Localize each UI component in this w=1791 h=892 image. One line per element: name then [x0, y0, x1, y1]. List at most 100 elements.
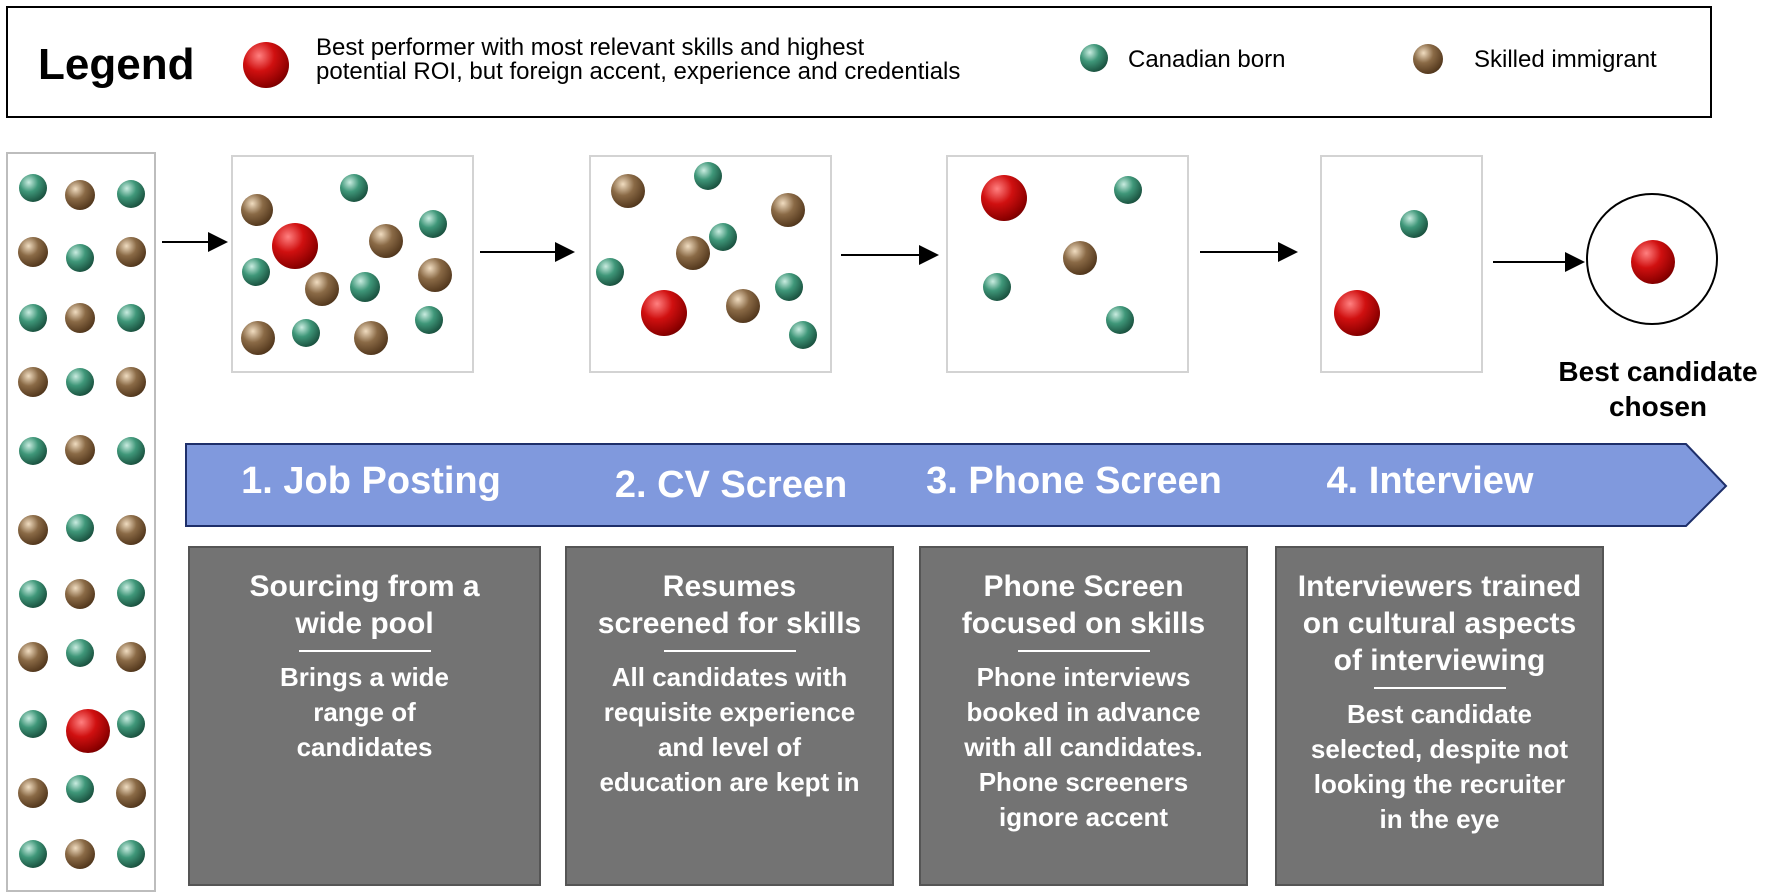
step-body-line: booked in advance [966, 697, 1201, 727]
skilled-immigrant-candidate [241, 194, 273, 226]
step-body-line: All candidates with [611, 662, 848, 692]
step-body-line: Phone interviews [976, 662, 1191, 692]
step-box-resumes: Resumes screened for skills All candidat… [565, 546, 894, 886]
canadian-born-candidate [117, 840, 145, 868]
step-body-line: education are kept in [599, 767, 860, 797]
skilled-immigrant-candidate [65, 303, 95, 333]
legend-canadian-born-text: Canadian born [1128, 46, 1286, 73]
canadian-born-candidate [66, 368, 94, 396]
skilled-immigrant-candidate [18, 642, 48, 672]
canadian-born-candidate [19, 174, 47, 202]
canadian-born-candidate [415, 306, 443, 334]
step-heading-line: Interviewers trained [1297, 570, 1582, 603]
best-candidate-label: Best candidate chosen [1530, 354, 1786, 424]
step-divider [663, 650, 796, 652]
step-divider [1373, 687, 1506, 689]
step-body: Best candidate selected, despite not loo… [1277, 697, 1602, 837]
step-heading-line: on cultural aspects [1302, 607, 1577, 640]
step-box-phone-screen: Phone Screen focused on skills Phone int… [919, 546, 1248, 886]
step-box-sourcing: Sourcing from a wide pool Brings a wide … [188, 546, 541, 886]
skilled-immigrant-icon [1413, 44, 1443, 74]
skilled-immigrant-candidate [354, 321, 388, 355]
step-body: Brings a wide range of candidates [190, 660, 539, 765]
canadian-born-candidate [596, 258, 624, 286]
canadian-born-candidate [117, 437, 145, 465]
step-body-line: candidates [296, 732, 433, 762]
skilled-immigrant-candidate [116, 642, 146, 672]
step-heading-line: Sourcing from a [249, 570, 480, 603]
phase-label-phone-screen: 3. Phone Screen [926, 460, 1222, 502]
step-divider [298, 650, 431, 652]
step-body-line: looking the recruiter [1313, 769, 1566, 799]
canadian-born-candidate [340, 174, 368, 202]
skilled-immigrant-candidate [1063, 241, 1097, 275]
phase-label-interview: 4. Interview [1326, 460, 1534, 502]
canadian-born-candidate [694, 162, 722, 190]
step-heading-line: Resumes [662, 570, 797, 603]
skilled-immigrant-candidate [676, 236, 710, 270]
canadian-born-candidate [117, 579, 145, 607]
skilled-immigrant-candidate [65, 579, 95, 609]
step-heading-line: wide pool [295, 607, 434, 640]
stage-box-interview [1320, 155, 1483, 373]
legend-best-performer-line1: Best performer with most relevant skills… [316, 34, 865, 61]
canadian-born-candidate [19, 580, 47, 608]
canadian-born-candidate [19, 840, 47, 868]
canadian-born-candidate [242, 258, 270, 286]
skilled-immigrant-candidate [116, 237, 146, 267]
skilled-immigrant-candidate [611, 174, 645, 208]
legend-best-performer-text: Best performer with most relevant skills… [316, 36, 960, 84]
skilled-immigrant-candidate [18, 367, 48, 397]
best-performer-candidate [1334, 290, 1380, 336]
step-body-line: in the eye [1379, 804, 1500, 834]
step-heading: Sourcing from a wide pool [190, 548, 539, 642]
step-heading-line: focused on skills [961, 607, 1206, 640]
canadian-born-candidate [117, 710, 145, 738]
best-candidate-label-line2: chosen [1608, 391, 1708, 422]
step-heading: Phone Screen focused on skills [921, 548, 1246, 642]
canadian-born-candidate [19, 710, 47, 738]
canadian-born-candidate [66, 514, 94, 542]
step-divider [1017, 650, 1150, 652]
canadian-born-candidate [292, 319, 320, 347]
skilled-immigrant-candidate [418, 258, 452, 292]
canadian-born-candidate [19, 437, 47, 465]
skilled-immigrant-candidate [65, 180, 95, 210]
skilled-immigrant-candidate [18, 778, 48, 808]
canadian-born-candidate [66, 244, 94, 272]
step-body-line: Best candidate [1347, 699, 1532, 729]
legend-skilled-immigrant-text: Skilled immigrant [1474, 46, 1657, 73]
step-body: All candidates with requisite experience… [567, 660, 892, 800]
step-body-line: Phone screeners [978, 767, 1189, 797]
step-body-line: range of [313, 697, 416, 727]
canadian-born-candidate [350, 272, 380, 302]
skilled-immigrant-candidate [305, 272, 339, 306]
skilled-immigrant-candidate [116, 778, 146, 808]
canadian-born-candidate [983, 273, 1011, 301]
canadian-born-candidate [775, 273, 803, 301]
best-performer-candidate [981, 175, 1027, 221]
canadian-born-candidate [1400, 210, 1428, 238]
skilled-immigrant-candidate [771, 193, 805, 227]
step-box-interview: Interviewers trained on cultural aspects… [1275, 546, 1604, 886]
step-body-line: selected, despite not [1310, 734, 1569, 764]
chosen-candidate-circle [1586, 193, 1718, 325]
skilled-immigrant-candidate [726, 289, 760, 323]
canadian-born-candidate [66, 639, 94, 667]
phase-label-job-posting: 1. Job Posting [241, 460, 501, 502]
skilled-immigrant-candidate [369, 224, 403, 258]
skilled-immigrant-candidate [65, 839, 95, 869]
best-performer-candidate [272, 223, 318, 269]
step-body-line: ignore accent [998, 802, 1169, 832]
legend-best-performer-line2: potential ROI, but foreign accent, exper… [316, 58, 961, 85]
best-performer-candidate [641, 290, 687, 336]
canadian-born-candidate [1106, 306, 1134, 334]
step-heading: Interviewers trained on cultural aspects… [1277, 548, 1602, 679]
canadian-born-candidate [709, 223, 737, 251]
step-body-line: with all candidates. [964, 732, 1203, 762]
step-body-line: requisite experience [603, 697, 856, 727]
canadian-born-candidate [1114, 176, 1142, 204]
best-performer-candidate [1631, 240, 1675, 284]
canadian-born-candidate [419, 210, 447, 238]
